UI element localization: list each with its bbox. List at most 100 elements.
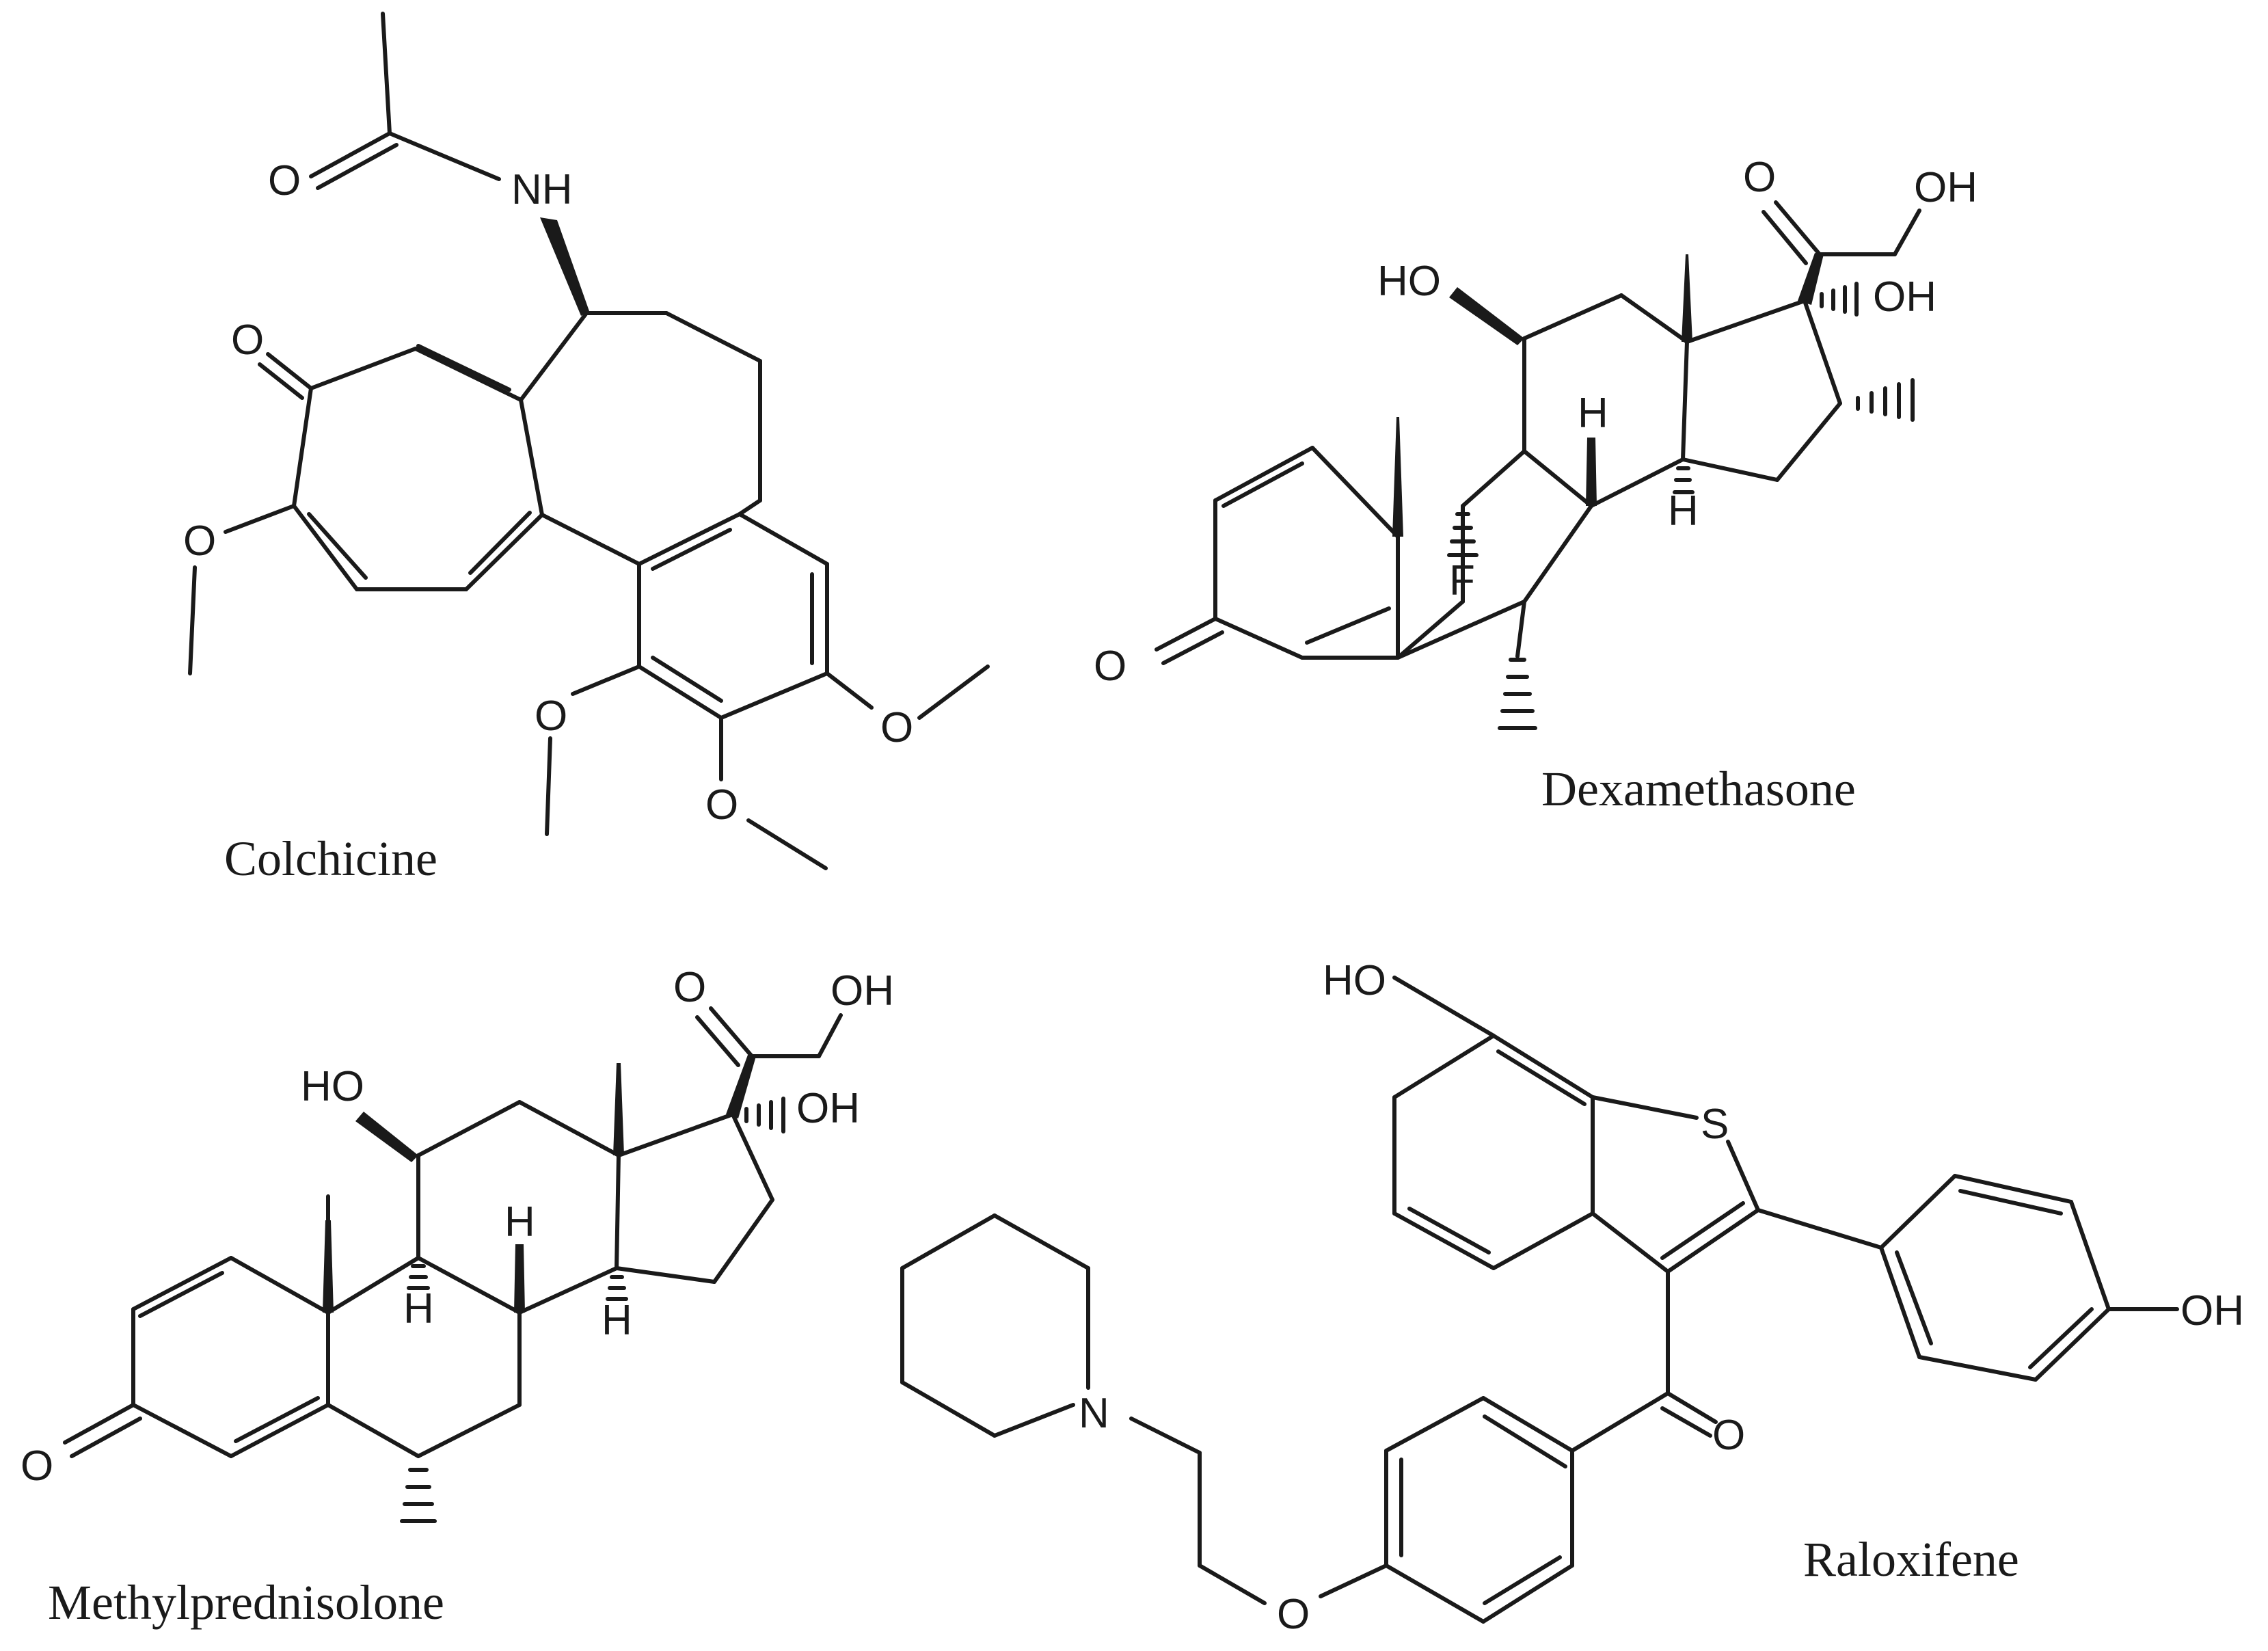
bond bbox=[229, 1403, 330, 1458]
bond bbox=[1591, 1095, 1699, 1120]
hashed-bond bbox=[1856, 378, 1915, 422]
wedge-bond bbox=[540, 217, 589, 316]
bond bbox=[388, 131, 501, 181]
atom-label-s: S bbox=[1701, 1101, 1729, 1148]
bond bbox=[1221, 461, 1304, 508]
atom-label-h: H bbox=[1578, 390, 1608, 437]
atom-label-o: O bbox=[705, 781, 738, 829]
bond bbox=[1893, 209, 1921, 256]
bond bbox=[1396, 600, 1526, 660]
bond bbox=[1392, 1211, 1496, 1270]
bond bbox=[900, 1213, 997, 1270]
caption-raloxifene: Raloxifene bbox=[1803, 1532, 2019, 1587]
atom-label-oh: OH bbox=[831, 967, 894, 1015]
bond bbox=[1803, 299, 1842, 405]
bond bbox=[414, 347, 523, 402]
bond bbox=[1305, 606, 1391, 645]
caption-colchicine: Colchicine bbox=[224, 831, 437, 886]
bond bbox=[2028, 1307, 2094, 1369]
bond bbox=[1756, 1208, 1883, 1250]
bond bbox=[719, 671, 829, 720]
bond bbox=[517, 1266, 619, 1315]
bond bbox=[1681, 340, 1689, 461]
atom-label-h: H bbox=[1668, 487, 1699, 535]
bond bbox=[416, 1403, 522, 1458]
bond bbox=[266, 352, 313, 390]
bond bbox=[1774, 200, 1822, 256]
bond bbox=[258, 362, 304, 400]
wedge-bond bbox=[514, 1244, 525, 1313]
bond bbox=[1761, 210, 1808, 265]
bond bbox=[993, 1213, 1090, 1270]
atom-label-h: H bbox=[403, 1285, 434, 1332]
bond bbox=[731, 1112, 774, 1202]
bond bbox=[292, 504, 359, 591]
bond bbox=[416, 1256, 522, 1315]
bond bbox=[825, 671, 874, 710]
atom-label-o: O bbox=[1743, 154, 1776, 201]
atom-label-o: O bbox=[880, 704, 913, 751]
wedge-bond bbox=[1682, 254, 1692, 342]
hashed-bond bbox=[1820, 282, 1859, 317]
bond bbox=[738, 498, 762, 516]
bond bbox=[70, 1417, 142, 1458]
bond bbox=[131, 1256, 233, 1311]
bond bbox=[517, 1100, 621, 1157]
bond bbox=[1129, 1417, 1202, 1455]
bond bbox=[326, 1256, 420, 1315]
bond bbox=[571, 665, 641, 696]
bond bbox=[326, 1403, 420, 1458]
atom-label-h: H bbox=[602, 1297, 632, 1344]
wedge-bond bbox=[613, 1063, 624, 1155]
atom-label-h: H bbox=[504, 1198, 535, 1246]
atom-label-n: N bbox=[1079, 1390, 1109, 1437]
bond bbox=[468, 511, 532, 575]
bond bbox=[664, 311, 762, 363]
bond bbox=[1522, 293, 1623, 340]
bond bbox=[1481, 1396, 1574, 1453]
bond bbox=[1407, 1207, 1491, 1254]
bond bbox=[1666, 1391, 1718, 1424]
bond bbox=[1879, 1246, 1921, 1359]
atom-label-o: O bbox=[535, 693, 567, 740]
bond bbox=[993, 1403, 1075, 1438]
hashed-bond bbox=[1447, 512, 1479, 557]
wedge-bond bbox=[1392, 417, 1403, 537]
bond bbox=[746, 818, 828, 870]
bond bbox=[1483, 1555, 1562, 1605]
bond bbox=[1481, 1563, 1574, 1624]
bond bbox=[2034, 1307, 2111, 1382]
bond bbox=[1879, 1174, 1957, 1250]
bond bbox=[519, 311, 589, 402]
bond bbox=[738, 512, 829, 566]
bond bbox=[637, 512, 742, 566]
atom-label-oh: OH bbox=[1914, 164, 1977, 211]
wedge-bond bbox=[726, 1055, 756, 1118]
bond bbox=[1522, 504, 1593, 604]
atom-label-nh: NH bbox=[511, 166, 573, 213]
hashed-bond bbox=[1673, 466, 1695, 494]
atom-label-oh: OH bbox=[796, 1085, 860, 1132]
dexamethasone-structure: O OH HO OH H H F O Dexamethasone bbox=[1094, 154, 1977, 816]
bond bbox=[1660, 1406, 1712, 1438]
bond bbox=[695, 1015, 740, 1067]
bond bbox=[234, 1396, 320, 1443]
bond bbox=[712, 1198, 774, 1284]
bond bbox=[617, 1112, 735, 1157]
bond bbox=[381, 12, 392, 135]
bond bbox=[1213, 446, 1314, 502]
bond bbox=[464, 513, 544, 591]
caption-dexamethasone: Dexamethasone bbox=[1541, 762, 1856, 816]
bond bbox=[1491, 1211, 1595, 1270]
wedge-bond bbox=[1449, 287, 1524, 345]
raloxifene-structure: HO S OH N O O Raloxifene bbox=[900, 957, 2244, 1638]
atom-label-oh: OH bbox=[1873, 273, 1936, 321]
bond bbox=[416, 1100, 522, 1157]
hashed-bond bbox=[606, 1275, 628, 1301]
atom-label-ho: HO bbox=[301, 1063, 364, 1110]
bond bbox=[1591, 1211, 1670, 1274]
bond bbox=[1483, 1414, 1567, 1468]
wedge-bond bbox=[1586, 438, 1597, 506]
bond bbox=[615, 1153, 621, 1270]
